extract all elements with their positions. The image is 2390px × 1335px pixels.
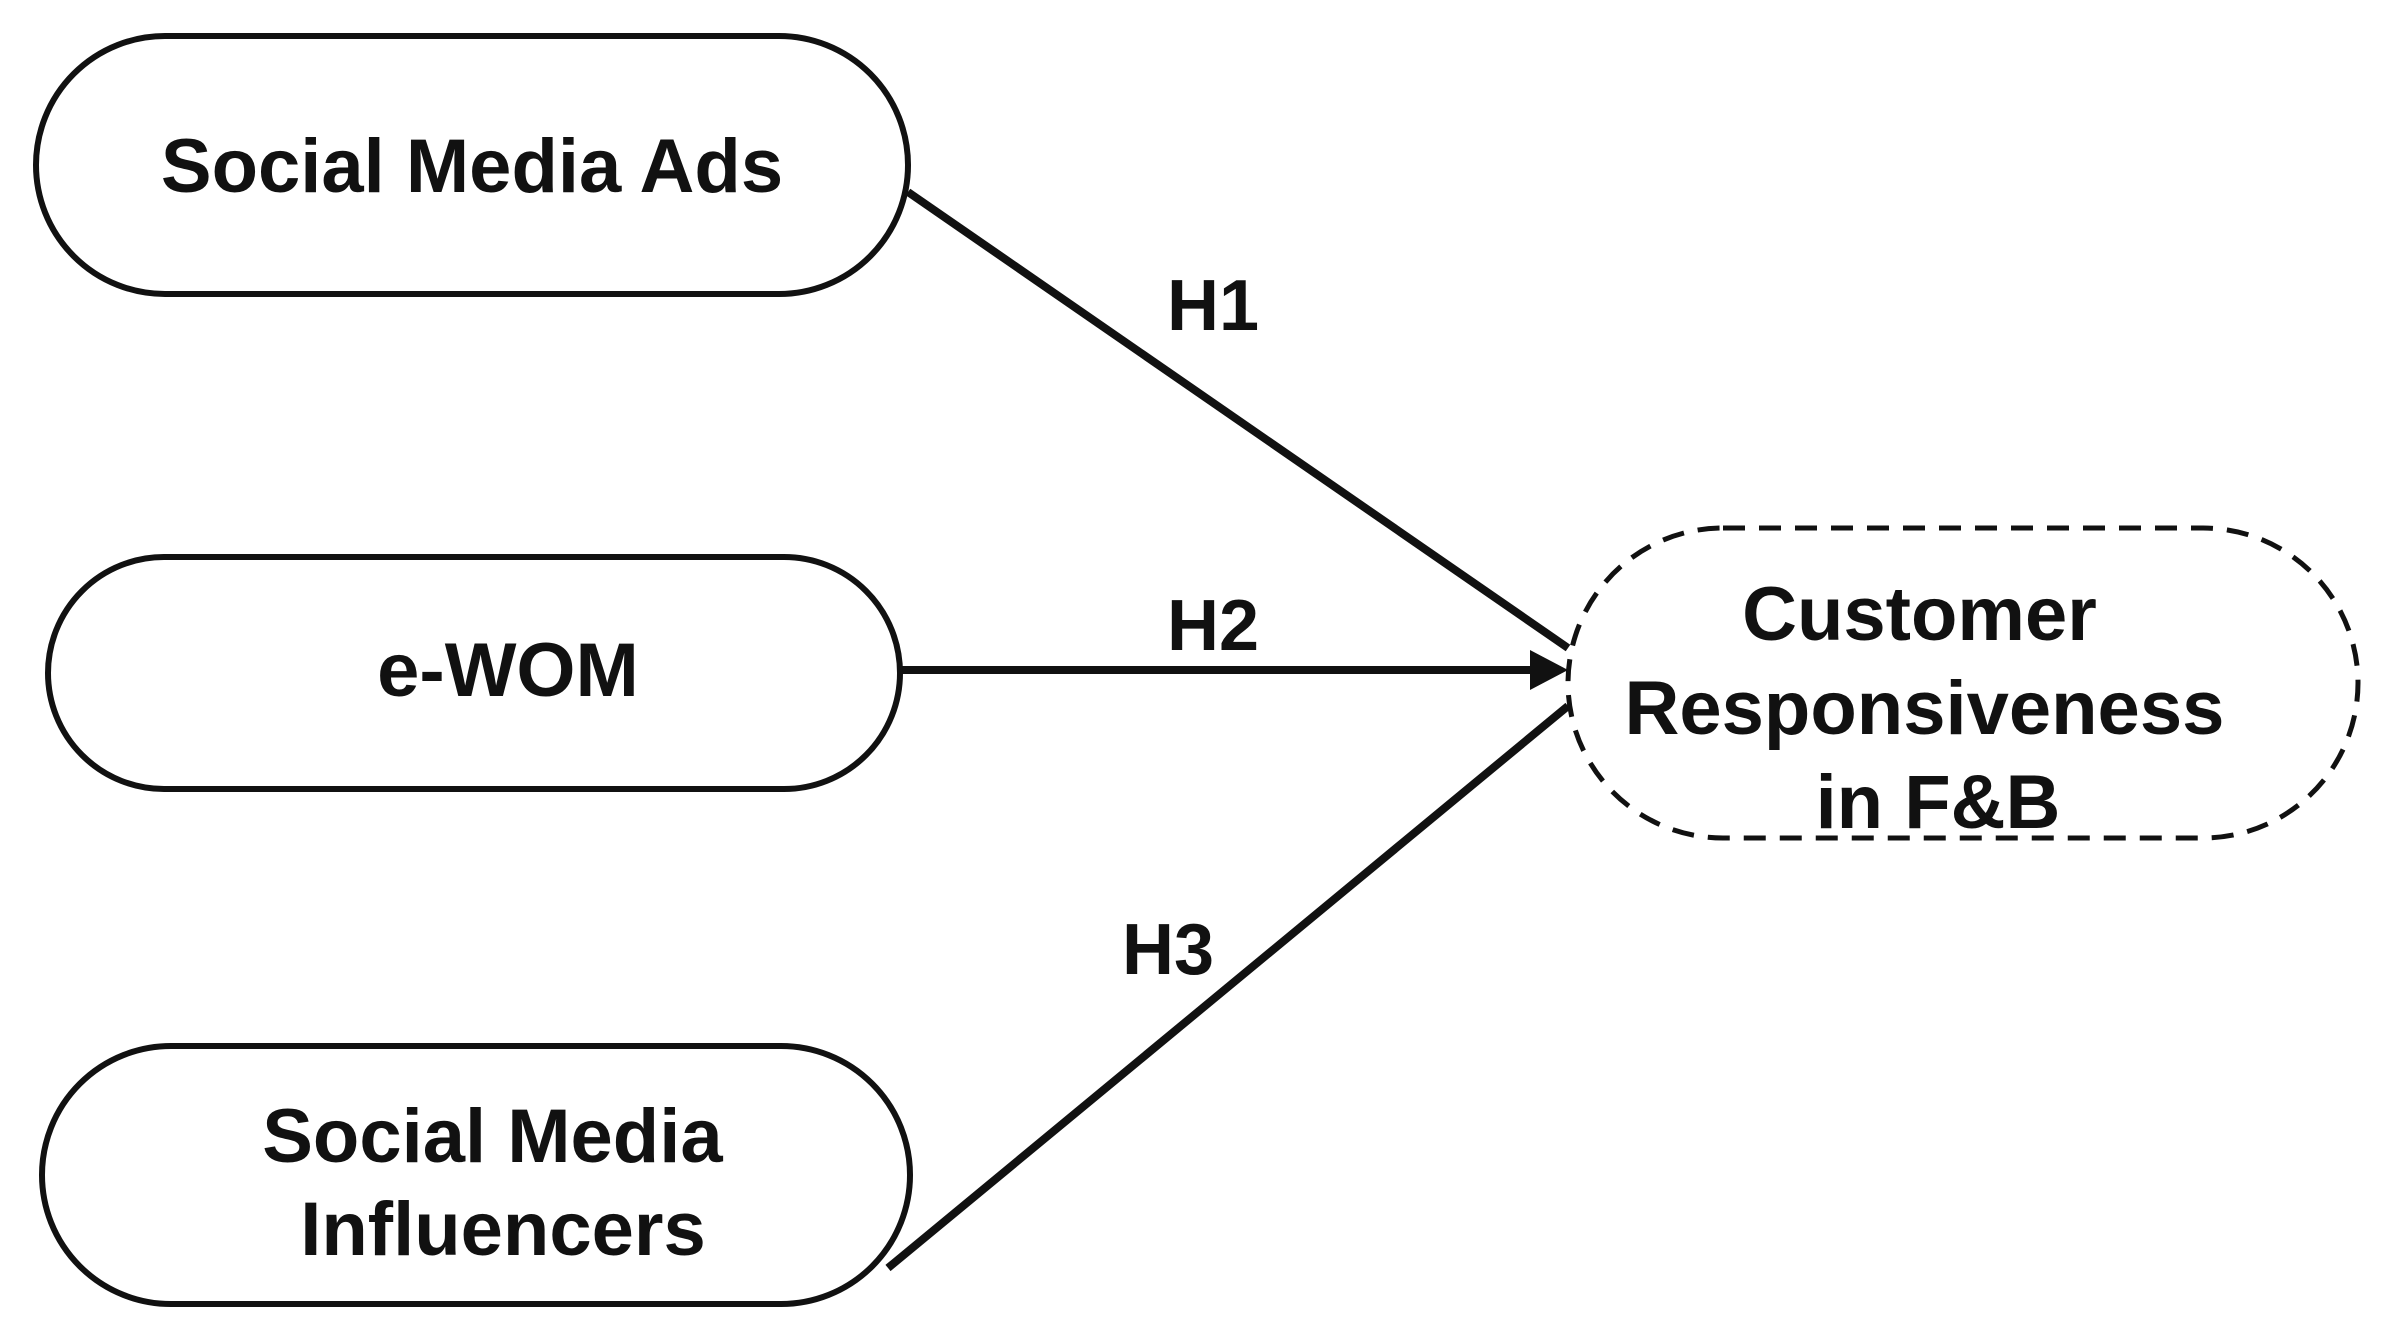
- edge-h2-label: H2: [1167, 586, 1259, 666]
- node-customer-responsiveness-line-2: Responsiveness: [1625, 666, 2225, 751]
- node-social-media-influencers-line-2: Influencers: [300, 1187, 705, 1272]
- node-social-media-influencers-line-1: Social Media: [262, 1094, 723, 1179]
- node-customer-responsiveness-shape: [1565, 525, 2361, 841]
- node-customer-responsiveness-line-3: in F&B: [1816, 760, 2061, 845]
- node-social-media-ads-shape: [33, 33, 911, 297]
- node-social-media-ads-line-1: Social Media Ads: [161, 124, 783, 209]
- node-social-media-influencers-label: Social Media Influencers: [262, 1094, 744, 1272]
- edge-h3-line: [885, 702, 1571, 1272]
- node-customer-responsiveness-label: Customer Responsiveness in F&B: [1625, 572, 2246, 845]
- edge-h2-arrowhead: [1530, 650, 1568, 690]
- node-social-media-influencers: Social Media Influencers: [39, 1043, 913, 1307]
- node-social-media-influencers-shape: [39, 1043, 913, 1307]
- node-ewom-shape: [45, 554, 903, 792]
- node-customer-responsiveness-line-1: Customer: [1742, 572, 2097, 657]
- edge-h1-line: [905, 188, 1571, 652]
- node-social-media-ads-label: Social Media Ads: [161, 124, 783, 209]
- node-ewom-label: e-WOM: [377, 628, 639, 713]
- node-ewom: e-WOM: [45, 554, 903, 792]
- node-customer-responsiveness: Customer Responsiveness in F&B: [1565, 525, 2361, 845]
- edge-h1-label: H1: [1167, 266, 1259, 346]
- node-ewom-line-1: e-WOM: [377, 628, 639, 713]
- edge-h3-label: H3: [1122, 910, 1214, 990]
- node-social-media-ads: Social Media Ads: [33, 33, 911, 297]
